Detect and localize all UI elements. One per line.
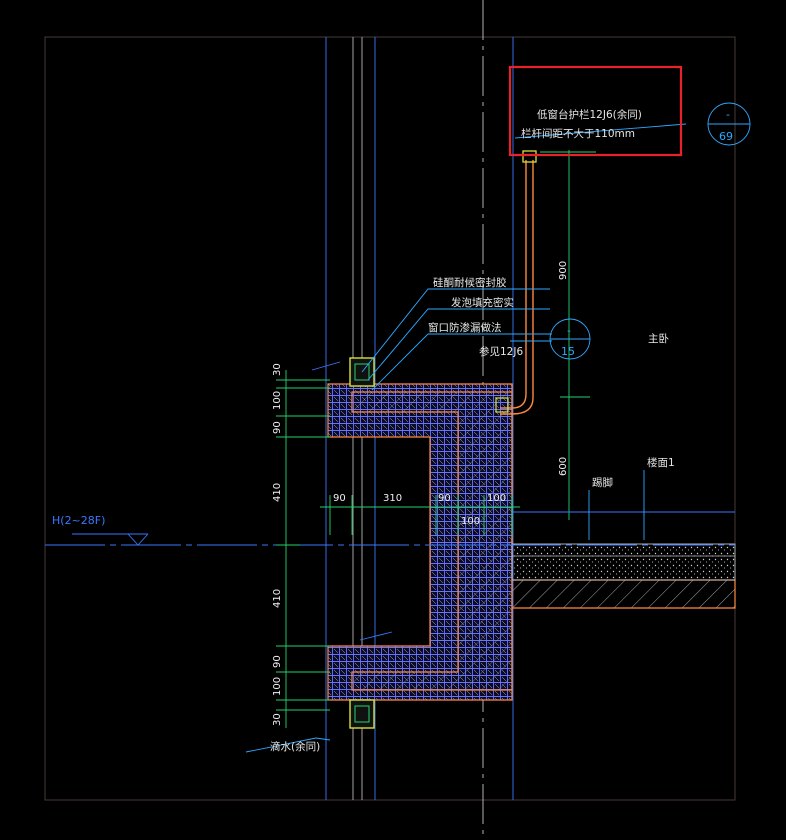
detail-ref-top-upper: - bbox=[726, 108, 730, 121]
horizontal-dim-ticks bbox=[329, 495, 513, 535]
drawing-frame bbox=[44, 36, 736, 801]
window-frame-bottom-inner bbox=[354, 705, 370, 723]
room-label: 主卧 bbox=[648, 332, 669, 345]
note-see: 参见12J6 bbox=[479, 345, 523, 358]
guardrail-anchor bbox=[495, 397, 509, 413]
note-sealant: 硅酮耐候密封胶 bbox=[433, 276, 507, 289]
floor-label: 楼面1 bbox=[647, 456, 675, 469]
floor-finish-layer bbox=[511, 543, 736, 581]
dim-h100-a: 100 bbox=[487, 493, 506, 504]
window-frame-top-inner bbox=[354, 363, 370, 381]
dim-h100-b: 100 bbox=[461, 516, 480, 527]
dim-v30-top: 30 bbox=[272, 363, 283, 376]
dim-v410-top: 410 bbox=[272, 483, 283, 502]
dim-v90-bottom: 90 bbox=[272, 655, 283, 668]
detail-ref-mid-upper: - bbox=[567, 324, 571, 337]
dim-h90-right: 90 bbox=[438, 493, 451, 504]
arrow-top bbox=[311, 361, 341, 371]
detail-ref-mid: - 15 bbox=[549, 318, 591, 360]
dim-v90-top: 90 bbox=[272, 421, 283, 434]
dim-v100-bottom: 100 bbox=[272, 677, 283, 696]
dim-sill-height: 600 bbox=[558, 457, 569, 476]
arrow-bottom bbox=[359, 631, 393, 641]
note-foam: 发泡填充密实 bbox=[451, 296, 514, 309]
guardrail-top-cap bbox=[522, 150, 537, 163]
highlight-box bbox=[508, 65, 683, 157]
note-leak: 窗口防渗漏做法 bbox=[428, 321, 502, 334]
dim-v100-top: 100 bbox=[272, 391, 283, 410]
detail-ref-mid-lower: 15 bbox=[561, 345, 575, 358]
window-frame-bottom bbox=[349, 699, 375, 729]
annotation-leaders bbox=[245, 123, 687, 753]
dim-h310: 310 bbox=[383, 493, 402, 504]
slab-structure bbox=[511, 579, 736, 609]
detail-ref-top: - 69 bbox=[707, 102, 751, 146]
dim-v410-bottom: 410 bbox=[272, 589, 283, 608]
dim-rail-height: 900 bbox=[558, 261, 569, 280]
guardrail-outer bbox=[500, 160, 534, 415]
level-triangle bbox=[127, 533, 149, 546]
note-drip: 滴水(余同) bbox=[270, 740, 320, 753]
highlight-note-line2: 栏杆间距不大于110mm bbox=[521, 127, 635, 140]
dim-v30-bottom: 30 bbox=[272, 713, 283, 726]
guardrail bbox=[500, 160, 527, 409]
highlight-note-line1: 低窗台护栏12J6(余同) bbox=[537, 108, 642, 121]
vertical-dim-ticks bbox=[276, 379, 330, 711]
detail-ref-top-lower: 69 bbox=[719, 130, 733, 143]
skirting-label: 踢脚 bbox=[592, 476, 613, 489]
level-label: H(2~28F) bbox=[52, 514, 105, 527]
dim-h90-left: 90 bbox=[333, 493, 346, 504]
